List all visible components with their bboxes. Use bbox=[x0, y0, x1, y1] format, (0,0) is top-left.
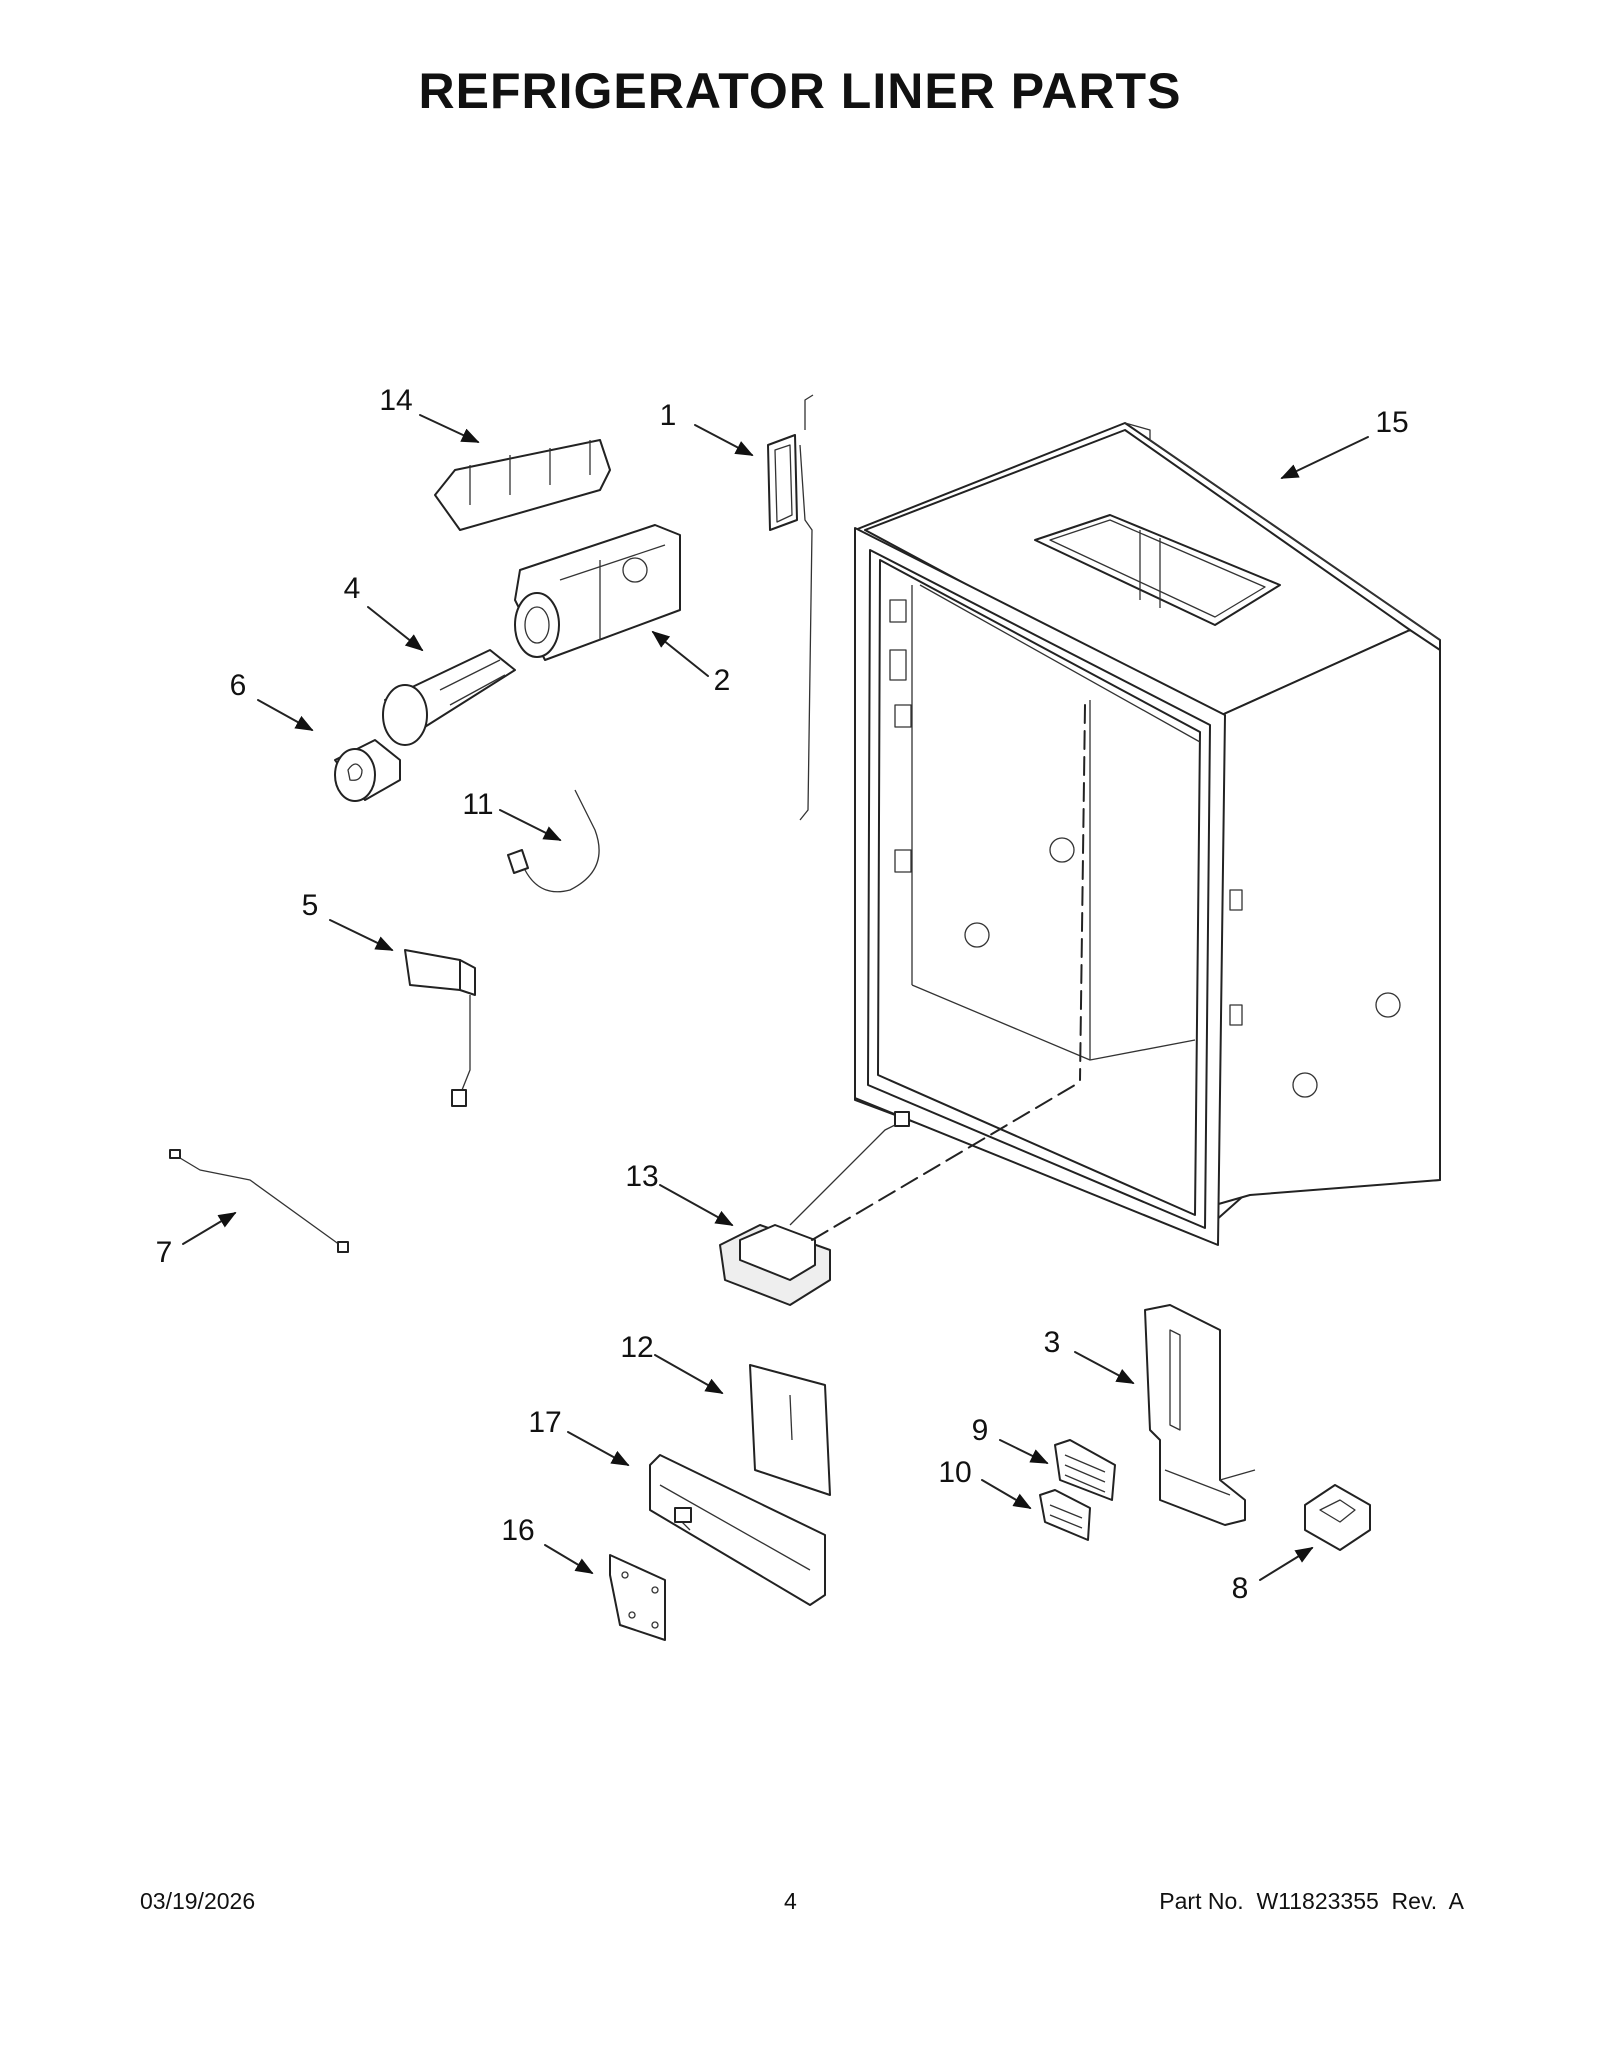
callout-5: 5 bbox=[302, 889, 319, 922]
callout-10: 10 bbox=[938, 1456, 971, 1489]
page-title: REFRIGERATOR LINER PARTS bbox=[418, 63, 1182, 119]
footer-date: 03/19/2026 bbox=[140, 1888, 256, 1914]
liner-box-part bbox=[854, 422, 1441, 1246]
part-14-cover bbox=[434, 439, 611, 531]
callout-17: 17 bbox=[528, 1406, 561, 1439]
callout-14: 14 bbox=[379, 384, 412, 417]
part-5-module bbox=[404, 949, 476, 1107]
part-9-grille bbox=[1054, 1439, 1116, 1501]
part-8-bracket bbox=[1304, 1484, 1371, 1551]
part-7-harness bbox=[169, 1149, 349, 1253]
part-13-light-module bbox=[719, 1081, 1081, 1306]
part-16-plate bbox=[609, 1554, 666, 1641]
footer-part-number: Part No. W11823355 Rev. A bbox=[1159, 1888, 1464, 1914]
callout-4: 4 bbox=[344, 572, 361, 605]
callout-12: 12 bbox=[620, 1331, 653, 1364]
part-3-duct bbox=[1144, 1304, 1256, 1526]
callout-15: 15 bbox=[1375, 406, 1408, 439]
part-4-filter-cartridge bbox=[382, 649, 516, 746]
callout-9: 9 bbox=[972, 1414, 989, 1447]
callout-7: 7 bbox=[156, 1236, 173, 1269]
callout-arrows bbox=[182, 414, 1369, 1581]
callout-11: 11 bbox=[462, 788, 493, 821]
callout-2: 2 bbox=[714, 664, 731, 697]
footer-page-number: 4 bbox=[784, 1888, 797, 1914]
callout-6: 6 bbox=[230, 669, 247, 702]
part-11-harness bbox=[507, 789, 600, 893]
callout-13: 13 bbox=[625, 1160, 658, 1193]
callout-8: 8 bbox=[1232, 1572, 1249, 1605]
part-1-thermistor bbox=[767, 394, 814, 821]
callout-labels: 1 2 3 4 5 6 7 8 9 10 11 12 13 14 15 16 1… bbox=[156, 384, 1409, 1605]
callout-1: 1 bbox=[660, 399, 677, 432]
part-17-rail bbox=[649, 1454, 826, 1606]
part-6-filter-cap bbox=[334, 739, 401, 802]
callout-16: 16 bbox=[501, 1514, 534, 1547]
callout-3: 3 bbox=[1044, 1326, 1061, 1359]
part-12-plate bbox=[749, 1364, 831, 1496]
part-2-filter-housing bbox=[514, 524, 681, 661]
part-10-grille bbox=[1039, 1489, 1091, 1541]
